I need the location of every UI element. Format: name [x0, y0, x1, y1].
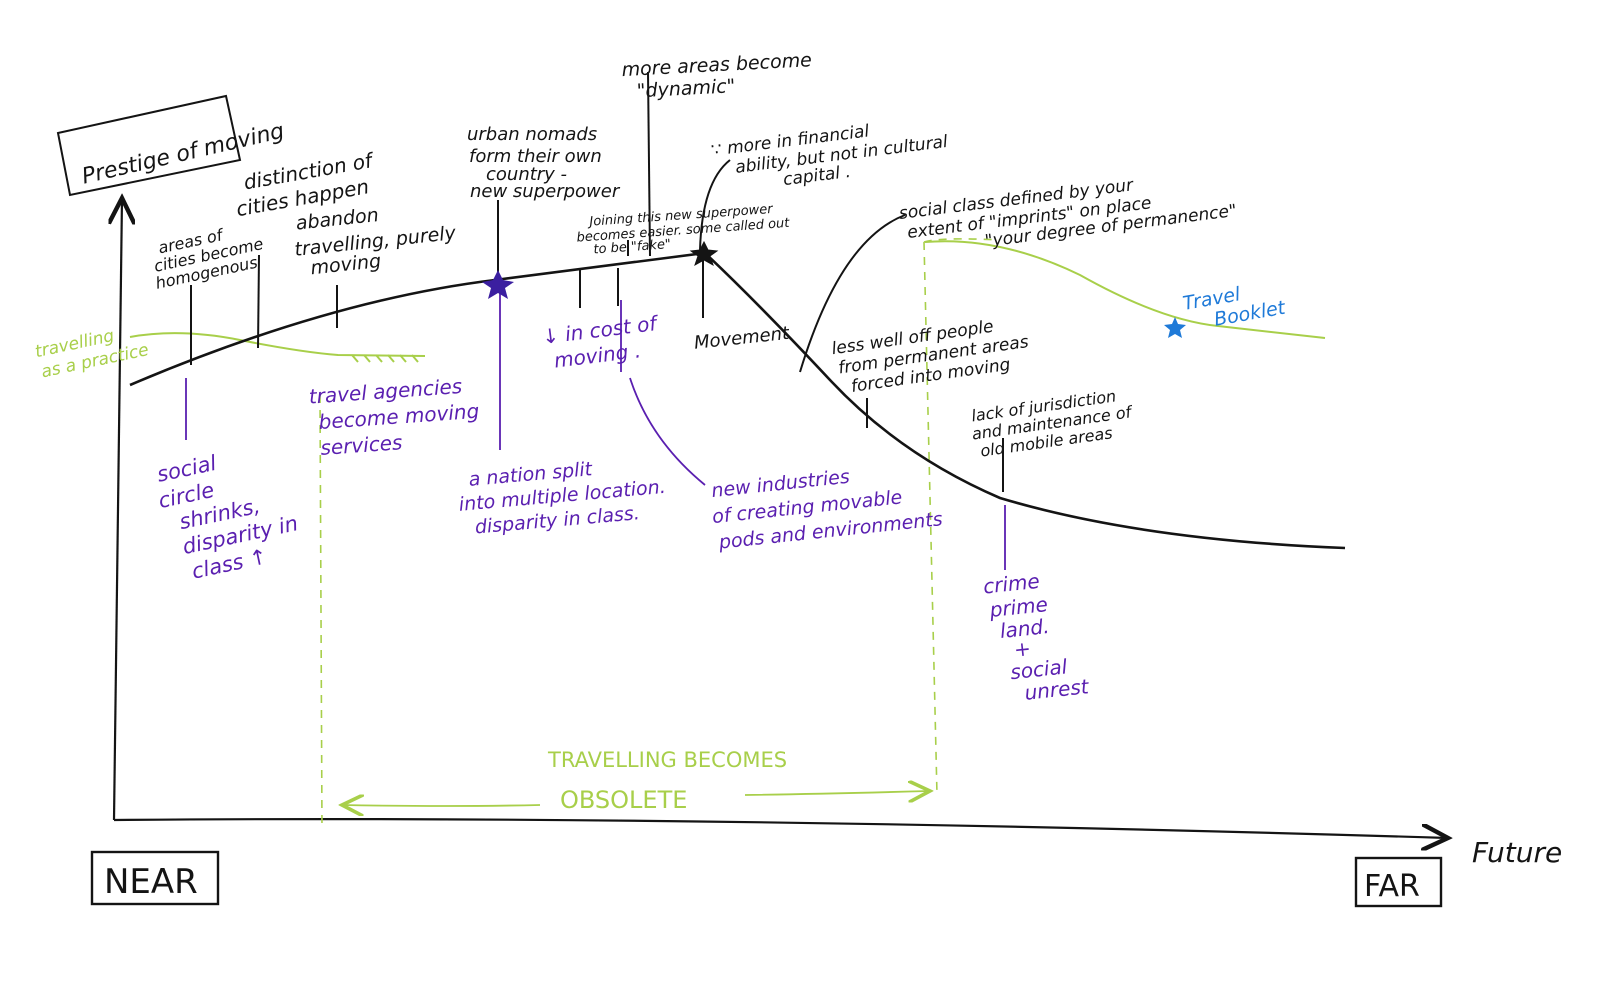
- annot-financial: ∵ more in financial ability, but not in …: [710, 111, 956, 198]
- annot-social-class: social class defined by your extent of "…: [898, 163, 1238, 261]
- annot-movement: Movement: [693, 323, 791, 354]
- annot-obsolete-line2: OBSOLETE: [560, 786, 687, 814]
- annot-lack-jurisdiction: lack of jurisdiction and maintenance of …: [968, 384, 1140, 462]
- annot-joining: Joining this new superpower becomes easi…: [575, 201, 795, 259]
- stars: [482, 240, 1186, 338]
- tick-lines: [190, 71, 1004, 492]
- axes: [114, 198, 1448, 838]
- annot-abandon: abandon travelling, purely moving: [291, 196, 465, 281]
- future-label: Future: [1472, 836, 1562, 869]
- annot-new-industries: new industries of creating movable pods …: [708, 456, 943, 554]
- x-axis: [113, 818, 1448, 838]
- purple-star-icon: [482, 270, 514, 299]
- near-box: NEAR: [90, 850, 220, 906]
- annot-obsolete-line1: TRAVELLING BECOMES: [547, 748, 787, 772]
- obsolete-arrows: [342, 791, 930, 806]
- annot-more-areas: more areas become "dynamic": [621, 49, 820, 103]
- purple-lines: [185, 288, 1006, 570]
- annot-urban-nomads: urban nomads form their own country - ne…: [467, 124, 621, 202]
- annot-travel-agencies: travel agencies become moving services: [308, 372, 488, 460]
- annot-crime: crime prime land. + social unrest: [982, 565, 1091, 708]
- annot-areas-homogenous: areas of cities become homogenous: [147, 216, 274, 292]
- annot-cost: ↓ in cost of moving .: [541, 310, 667, 373]
- black-star-icon: [689, 240, 719, 267]
- blue-star-icon: [1164, 317, 1186, 338]
- y-axis: [114, 198, 122, 821]
- green-practice-curve: [129, 332, 426, 363]
- blue-annotations: Travel Booklet: [1181, 276, 1288, 336]
- far-label: FAR: [1364, 869, 1420, 904]
- annot-less-well-off: less well off people from permanent area…: [830, 311, 1038, 398]
- annot-travelling-practice: travelling as a practice: [33, 320, 150, 383]
- annot-social-circle: social circle shrinks, disparity in clas…: [151, 435, 312, 587]
- green-far-curve: [924, 240, 1326, 339]
- near-label: NEAR: [104, 862, 198, 902]
- prestige-curve: [129, 251, 1346, 550]
- far-box: FAR: [1354, 856, 1443, 908]
- annot-nation-split: a nation split into multiple location. d…: [456, 451, 675, 539]
- annot-travel-booklet: Travel Booklet: [1181, 276, 1288, 336]
